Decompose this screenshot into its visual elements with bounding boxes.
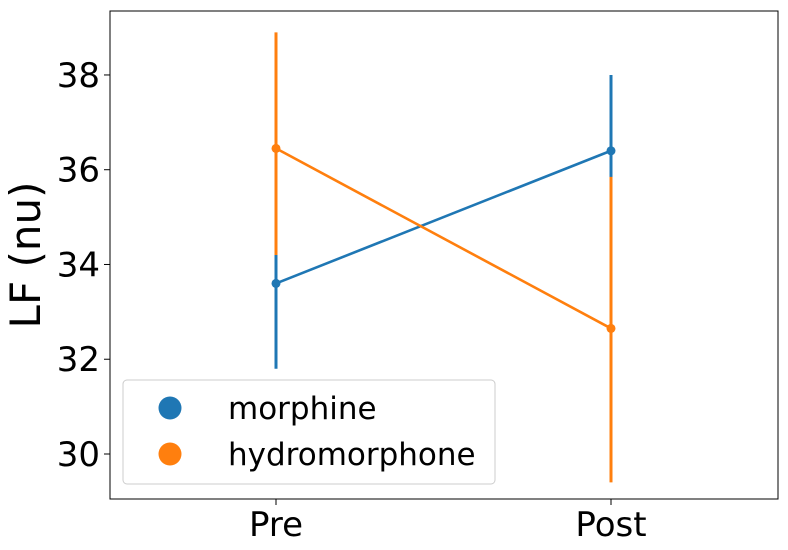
series-line (275, 147, 612, 330)
y-tick-label: 38 (57, 56, 100, 96)
x-tick-label: Post (575, 505, 646, 545)
x-axis: Pre Post (249, 499, 647, 545)
y-tick-label: 32 (57, 340, 100, 380)
y-axis: 30 32 34 36 38 (57, 56, 110, 475)
legend-label: hydromorphone (228, 437, 476, 473)
legend: morphine hydromorphone (122, 379, 496, 485)
data-point (271, 278, 281, 288)
legend-label: morphine (228, 391, 377, 427)
x-tick-label: Pre (249, 505, 303, 545)
series-line (275, 149, 612, 285)
series-morphine (271, 74, 616, 369)
y-tick-label: 36 (57, 151, 100, 191)
plot-frame (109, 10, 779, 500)
series-hydromorphone (271, 32, 616, 483)
y-tick-label: 30 (57, 435, 100, 475)
legend-box (122, 379, 496, 485)
data-point (606, 323, 616, 333)
data-point (271, 143, 281, 153)
y-axis-label: LF (nu) (1, 182, 50, 329)
legend-marker (158, 396, 182, 420)
y-tick-label: 34 (57, 245, 100, 285)
series-layer (271, 32, 616, 483)
data-point (606, 146, 616, 156)
legend-marker (158, 442, 182, 466)
